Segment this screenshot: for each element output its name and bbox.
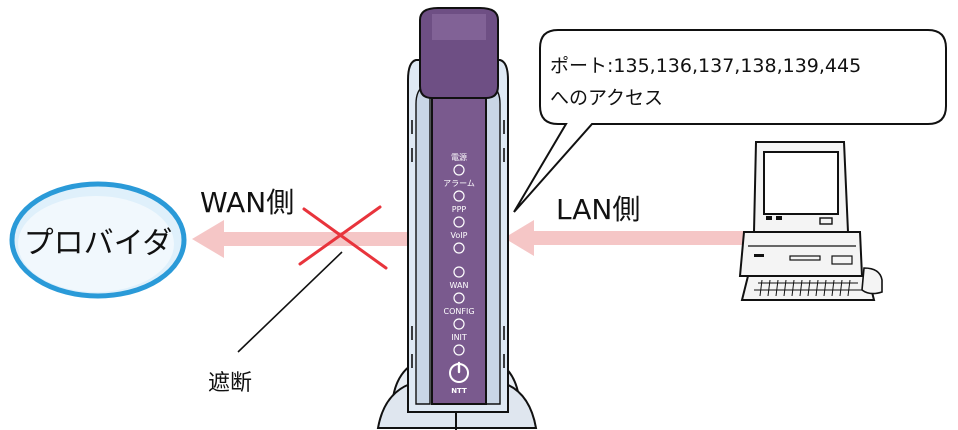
- indicator-label-voip: VoIP: [451, 231, 468, 240]
- indicator-label-ppp: PPP: [452, 205, 467, 214]
- callout-line2: へのアクセス: [550, 87, 663, 109]
- indicator-label-config: CONFIG: [443, 307, 474, 316]
- indicator-label-wan: WAN: [450, 281, 469, 290]
- power-button-icon: [449, 361, 469, 383]
- indicator-label-init: INIT: [451, 333, 467, 342]
- port-callout: ポート:135,136,137,138,139,445 へのアクセス: [513, 29, 947, 213]
- indicator-label-alarm: アラーム: [443, 179, 475, 188]
- init-led: [453, 344, 465, 356]
- alarm-led: [453, 190, 465, 202]
- blocked-label: 遮断: [208, 371, 252, 396]
- voip-led: [453, 242, 465, 254]
- wan-label: WAN側: [200, 186, 294, 219]
- wan-led: [453, 292, 465, 304]
- router-device: 電源 アラーム PPP VoIP WAN CONFIG INIT NTT: [376, 7, 538, 430]
- indicator-label-power: 電源: [451, 153, 467, 162]
- config-led: [453, 318, 465, 330]
- provider-cloud: プロバイダ: [9, 181, 187, 299]
- power-led: [453, 164, 465, 176]
- router-brand: NTT: [451, 387, 467, 395]
- lan-label: LAN側: [556, 193, 640, 226]
- callout-line1: ポート:135,136,137,138,139,445: [550, 55, 861, 77]
- blocked-leader-line: [237, 251, 343, 353]
- provider-label: プロバイダ: [24, 226, 173, 261]
- computer-icon: [738, 141, 883, 301]
- ppp-led: [453, 216, 465, 228]
- lan-arrow: [504, 220, 760, 256]
- block-x-icon: [298, 205, 388, 270]
- unlabeled-led: [453, 266, 465, 278]
- wan-arrow: [192, 220, 408, 258]
